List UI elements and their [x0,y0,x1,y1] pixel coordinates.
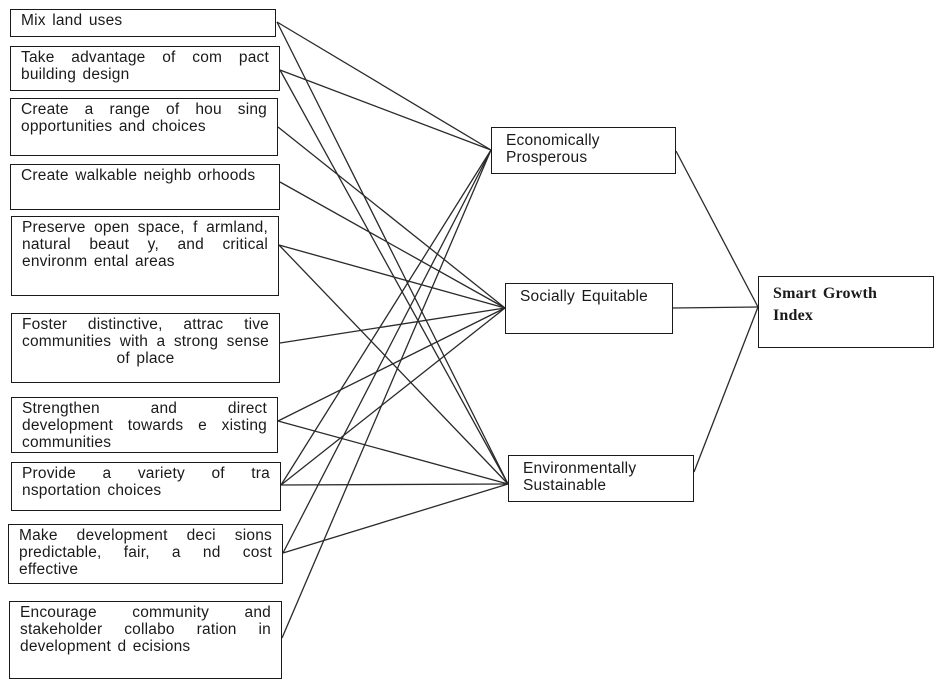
connector-p5-to-soc [278,244,506,309]
principle-box-compact-design: Take advantage of com pact building desi… [10,46,280,91]
principle-label: Preserve open space, f armland, natural … [22,219,268,270]
connector-p2-to-econ [279,69,492,151]
connector-env-to-sgi [693,306,759,473]
principle-box-housing-choices: Create a range of hou sing opportunities… [10,98,278,156]
connector-p3-to-soc [277,126,506,309]
connector-p1-to-env [276,21,509,485]
connector-p9-to-econ [282,149,492,554]
principle-label: Create walkable neighb orhoods [21,167,256,184]
smart-growth-index-box: Smart Growth Index [758,276,934,348]
principle-box-predictable-decisions: Make development deci sions predictable,… [8,524,283,584]
dimension-label: Socially Equitable [520,288,648,305]
dimension-label: Environmentally Sustainable [523,460,637,494]
connector-p8-to-econ [280,149,492,486]
dimension-box-economically-prosperous: Economically Prosperous [491,127,676,174]
principle-label: Encourage community and stakeholder coll… [20,604,271,655]
principle-box-collaboration: Encourage community and stakeholder coll… [9,601,282,679]
principle-box-distinctive-communities: Foster distinctive, attrac tive communit… [11,313,280,383]
principle-label: Create a range of hou sing opportunities… [21,101,267,135]
principle-label: Provide a variety of tra nsportation cho… [22,465,270,499]
connector-econ-to-sgi [675,150,759,308]
principle-label: Foster distinctive, attrac tive communit… [22,316,269,367]
connector-soc-to-sgi [672,306,759,309]
connector-p10-to-econ [281,149,492,639]
principle-label: Take advantage of com pact building desi… [21,49,269,83]
principle-box-preserve-open-space: Preserve open space, f armland, natural … [11,216,279,296]
index-label: Smart Growth Index [773,285,878,324]
connector-p1-to-econ [276,21,492,151]
principle-box-transportation-choices: Provide a variety of tra nsportation cho… [11,462,281,511]
principle-box-mix-land-uses: Mix land uses [10,9,276,37]
connector-p6-to-soc [279,307,506,344]
principle-label: Strengthen and direct development toward… [22,400,267,451]
principle-label: Mix land uses [21,12,123,29]
connector-p7-to-env [277,420,509,485]
connector-p5-to-env [278,244,509,485]
dimension-box-environmentally-sustainable: Environmentally Sustainable [508,455,694,502]
principle-box-existing-communities: Strengthen and direct development toward… [11,397,278,453]
connector-p8-to-soc [280,307,506,486]
connector-p7-to-soc [277,307,506,422]
connector-p4-to-soc [279,181,506,309]
dimension-box-socially-equitable: Socially Equitable [505,283,673,334]
connector-p9-to-env [282,483,509,554]
connector-p8-to-env [280,483,509,486]
principle-label: Make development deci sions predictable,… [19,527,272,578]
dimension-label: Economically Prosperous [506,132,600,166]
principle-box-walkable-neighborhoods: Create walkable neighb orhoods [10,164,280,210]
